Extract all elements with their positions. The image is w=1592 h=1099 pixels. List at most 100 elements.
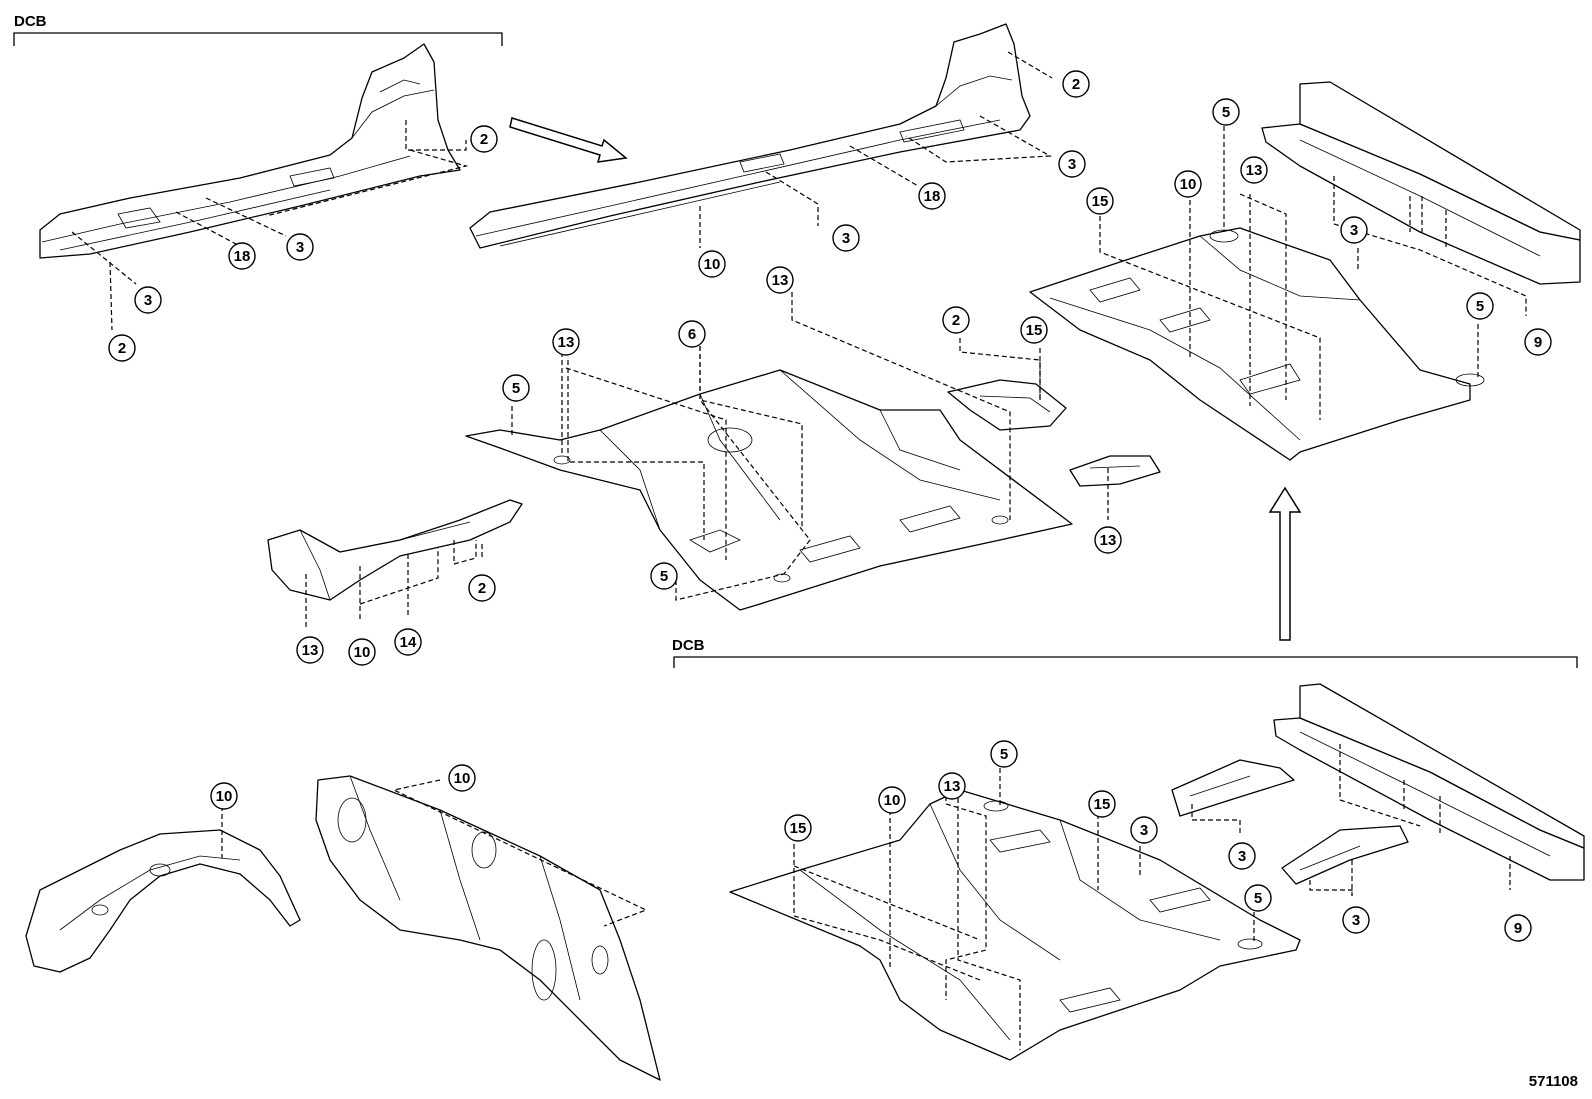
callout-13: 13 xyxy=(766,266,794,294)
callout-number: 9 xyxy=(1514,920,1522,937)
callout-circle xyxy=(448,764,476,792)
callout-13: 13 xyxy=(1240,156,1268,184)
rear-cross-member-bottom xyxy=(1273,683,1585,881)
callout-circle xyxy=(296,636,324,664)
callout-number: 5 xyxy=(1000,746,1008,763)
callout-number: 3 xyxy=(1068,156,1076,173)
callout-9: 9 xyxy=(1524,328,1552,356)
callout-circle xyxy=(918,182,946,210)
callout-number: 15 xyxy=(790,820,807,837)
callout-number: 2 xyxy=(478,580,486,597)
callout-circle xyxy=(134,286,162,314)
callout-circle xyxy=(1058,150,1086,178)
callout-number: 2 xyxy=(118,340,126,357)
callout-circle xyxy=(470,125,498,153)
callout-10: 10 xyxy=(698,250,726,278)
callout-circle xyxy=(1342,906,1370,934)
rear-cross-member-top xyxy=(1261,81,1581,285)
figure-code: 571108 xyxy=(1529,1073,1578,1090)
callout-3: 3 xyxy=(1058,150,1086,178)
dcb-group-bottom-right: DCB xyxy=(672,637,1578,668)
callout-5: 5 xyxy=(1212,98,1240,126)
callout-number: 3 xyxy=(842,230,850,247)
callout-circle xyxy=(228,242,256,270)
callout-number: 5 xyxy=(660,568,668,585)
callout-3: 3 xyxy=(832,224,860,252)
callout-10: 10 xyxy=(348,638,376,666)
callout-15: 15 xyxy=(1086,187,1114,215)
callout-number: 13 xyxy=(1246,162,1263,179)
callout-circle xyxy=(348,638,376,666)
callout-15: 15 xyxy=(1020,316,1048,344)
callout-number: 10 xyxy=(354,644,371,661)
callout-circle xyxy=(1062,70,1090,98)
callout-number: 5 xyxy=(1476,298,1484,315)
callout-13: 13 xyxy=(938,772,966,800)
callout-circle xyxy=(1240,156,1268,184)
callout-number: 6 xyxy=(688,326,696,343)
floor-bracket-upper xyxy=(947,379,1067,431)
callout-number: 18 xyxy=(234,248,251,265)
dash-panel xyxy=(315,775,661,1081)
callout-5: 5 xyxy=(650,562,678,590)
callout-6: 6 xyxy=(678,320,706,348)
callout-number: 10 xyxy=(884,792,901,809)
callout-circle xyxy=(1130,816,1158,844)
callout-circle xyxy=(1094,526,1122,554)
callout-15: 15 xyxy=(1088,790,1116,818)
dcb-label-top-left: DCB xyxy=(14,13,47,30)
callout-5: 5 xyxy=(990,740,1018,768)
callout-number: 3 xyxy=(296,239,304,256)
callout-circle xyxy=(1228,842,1256,870)
callout-number: 2 xyxy=(952,312,960,329)
callout-3: 3 xyxy=(1228,842,1256,870)
callout-circle xyxy=(1174,170,1202,198)
callout-10: 10 xyxy=(878,786,906,814)
callout-13: 13 xyxy=(296,636,324,664)
rear-floor-bracket-lower xyxy=(1281,825,1409,885)
callout-circle xyxy=(784,814,812,842)
callout-number: 5 xyxy=(1254,890,1262,907)
callout-2: 2 xyxy=(1062,70,1090,98)
callout-5: 5 xyxy=(1466,292,1494,320)
callout-13: 13 xyxy=(552,328,580,356)
rocker-panel-center xyxy=(469,23,1031,249)
callout-circle xyxy=(832,224,860,252)
callout-number: 2 xyxy=(480,131,488,148)
callout-number: 13 xyxy=(302,642,319,659)
callout-number: 9 xyxy=(1534,334,1542,351)
callout-number: 5 xyxy=(512,380,520,397)
callout-9: 9 xyxy=(1504,914,1532,942)
arrow-up-icon xyxy=(1268,486,1302,641)
callout-number: 15 xyxy=(1094,796,1111,813)
callout-circle xyxy=(1466,292,1494,320)
callout-circle xyxy=(990,740,1018,768)
callout-circle xyxy=(552,328,580,356)
rear-floor-bracket-upper xyxy=(1171,759,1295,817)
callout-number: 3 xyxy=(1140,822,1148,839)
callout-10: 10 xyxy=(448,764,476,792)
callout-circle xyxy=(678,320,706,348)
callout-number: 13 xyxy=(1100,532,1117,549)
callout-circle xyxy=(942,306,970,334)
callout-2: 2 xyxy=(470,125,498,153)
callout-circle xyxy=(1340,216,1368,244)
callout-circle xyxy=(1504,914,1532,942)
dcb-group-top-left: DCB xyxy=(13,13,503,46)
callout-2: 2 xyxy=(108,334,136,362)
callout-circle xyxy=(878,786,906,814)
rear-floor-pan-top xyxy=(1029,227,1485,461)
callout-circle xyxy=(650,562,678,590)
callout-18: 18 xyxy=(918,182,946,210)
callout-10: 10 xyxy=(1174,170,1202,198)
callout-markers: 2 3 18 3 2 2 3 18 3 10 5 13 10 15 3 5 9 13 6 13 5 2 15 13 5 2 13 10… xyxy=(108,70,1552,942)
callout-circle xyxy=(1244,884,1272,912)
callout-circle xyxy=(766,266,794,294)
callout-circle xyxy=(1020,316,1048,344)
callout-number: 3 xyxy=(1352,912,1360,929)
callout-circle xyxy=(394,628,422,656)
callout-number: 3 xyxy=(144,292,152,309)
callout-number: 10 xyxy=(216,788,233,805)
callout-number: 13 xyxy=(558,334,575,351)
